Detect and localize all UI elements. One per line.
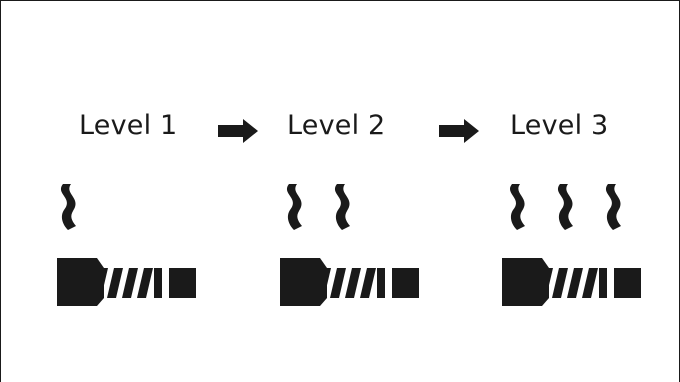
heating-element-icon (57, 258, 196, 306)
level-1-heating-element (57, 258, 196, 306)
right-arrow-icon (218, 119, 258, 143)
steam-icon (509, 184, 525, 230)
level-2-label: Level 2 (287, 110, 386, 141)
heating-element-icon (502, 258, 641, 306)
steam-icon (605, 184, 621, 230)
steam-icon (557, 184, 573, 230)
level-3-label: Level 3 (510, 110, 609, 141)
right-arrow-icon (439, 119, 479, 143)
level-3-steam (509, 184, 621, 230)
steam-icon (286, 184, 302, 230)
level-3-heating-element (502, 258, 641, 306)
level-1-steam (60, 184, 76, 230)
level-2-steam (286, 184, 350, 230)
level-2-heating-element (280, 258, 419, 306)
heating-element-icon (280, 258, 419, 306)
steam-icon (334, 184, 350, 230)
level-1-label: Level 1 (79, 110, 178, 141)
steam-icon (60, 184, 76, 230)
